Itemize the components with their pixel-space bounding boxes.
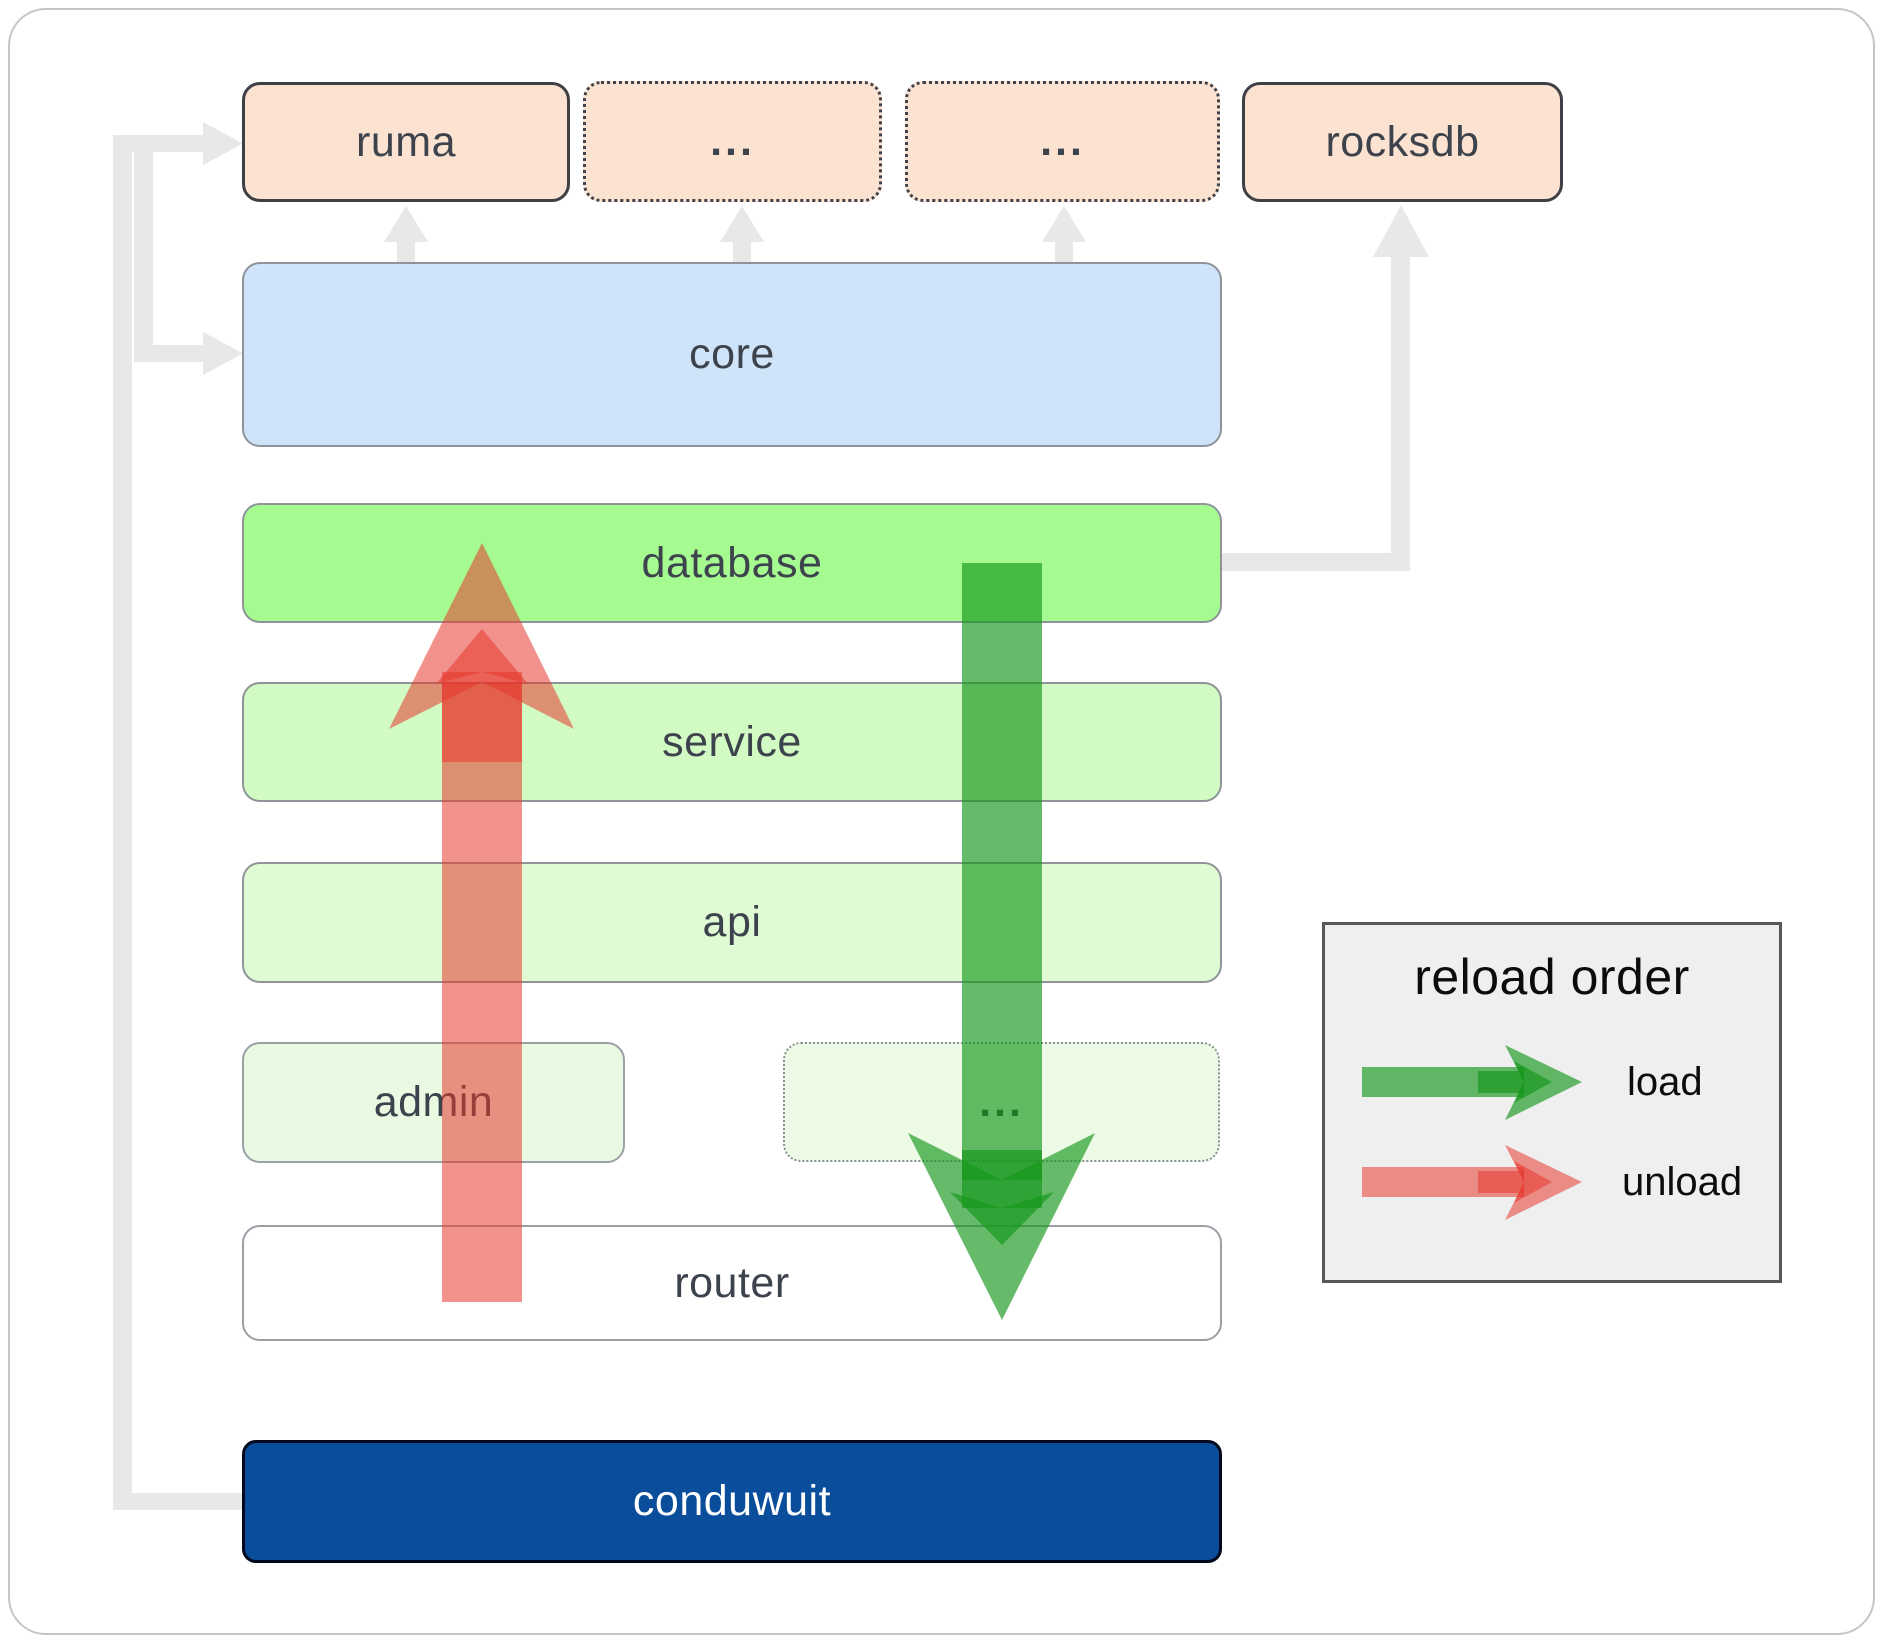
node-admin: admin	[242, 1042, 625, 1163]
node-core-label: core	[689, 330, 775, 378]
node-ruma: ruma	[242, 82, 570, 202]
node-conduwuit: conduwuit	[242, 1440, 1222, 1563]
node-database-label: database	[641, 538, 823, 587]
node-rocksdb-label: rocksdb	[1325, 117, 1480, 166]
node-service: service	[242, 682, 1222, 802]
node-database: database	[242, 503, 1222, 623]
node-api-label: api	[702, 898, 762, 946]
node-core: core	[242, 262, 1222, 447]
node-rocksdb: rocksdb	[1242, 82, 1563, 202]
node-api: api	[242, 862, 1222, 983]
node-dependency-more-1-label: ...	[710, 117, 755, 165]
node-dependency-more-1: ...	[583, 81, 882, 202]
node-conduwuit-label: conduwuit	[632, 1477, 832, 1525]
node-router-label: router	[674, 1258, 790, 1307]
node-admin-label: admin	[373, 1078, 494, 1126]
figure-border	[8, 8, 1875, 1635]
legend-load-label: load	[1627, 1060, 1703, 1104]
legend-title: reload order	[1414, 949, 1690, 1005]
node-service-label: service	[662, 717, 802, 766]
node-dependency-more-2-label: ...	[1040, 117, 1085, 165]
node-router: router	[242, 1225, 1222, 1341]
node-dependency-more-2: ...	[905, 81, 1220, 202]
legend-unload-label: unload	[1622, 1160, 1743, 1204]
node-ruma-label: ruma	[356, 117, 456, 166]
node-service-more-label: ...	[979, 1077, 1024, 1126]
node-service-more: ...	[783, 1042, 1220, 1162]
